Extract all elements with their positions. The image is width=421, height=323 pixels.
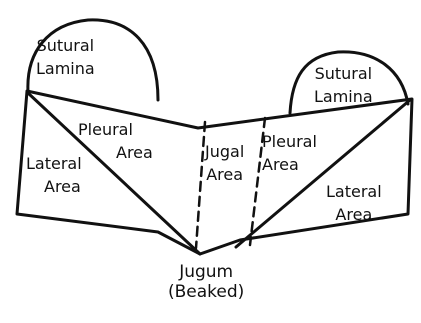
pleural-area-left-label: Pleural Area bbox=[78, 120, 153, 163]
right-sutural-lamina-outline bbox=[288, 50, 410, 115]
left-sutural-lamina-outline bbox=[26, 18, 160, 102]
lateral-area-right-label: Lateral Area bbox=[326, 182, 382, 225]
valve-body-outline bbox=[15, 89, 414, 256]
jugal-left-dashed-line bbox=[194, 120, 207, 250]
right-diagonal-line bbox=[234, 98, 412, 249]
pleural-area-right-label: Pleural Area bbox=[262, 132, 317, 175]
lateral-area-left-label: Lateral Area bbox=[26, 154, 82, 197]
jugal-right-dashed-line bbox=[248, 116, 267, 247]
jugal-area-label: Jugal Area bbox=[205, 142, 245, 185]
left-diagonal-line bbox=[26, 91, 202, 256]
jugum-label: Jugum (Beaked) bbox=[168, 262, 245, 303]
sutural-lamina-right-label: Sutural Lamina bbox=[314, 64, 373, 107]
sutural-lamina-left-label: Sutural Lamina bbox=[36, 36, 95, 79]
